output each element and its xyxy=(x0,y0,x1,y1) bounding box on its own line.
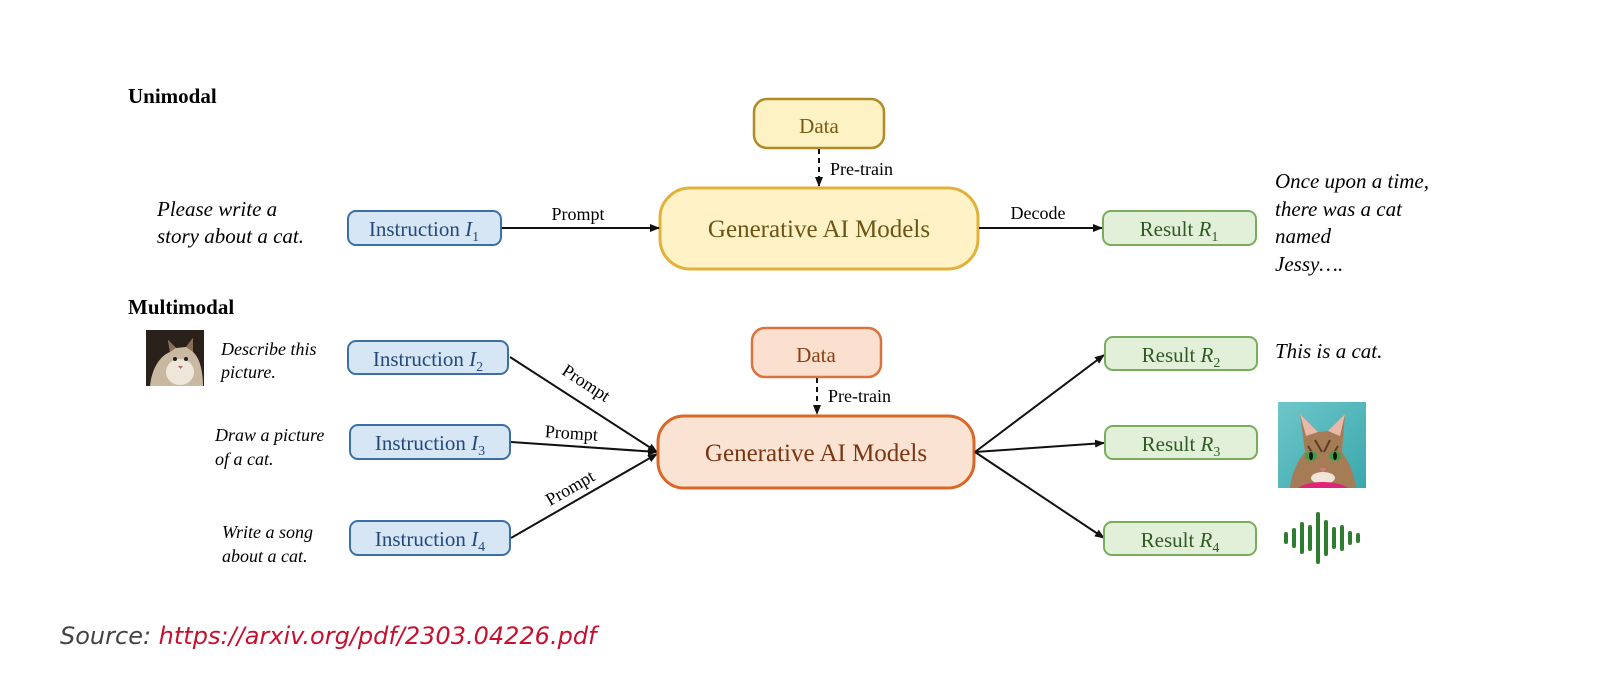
svg-text:Result R3: Result R3 xyxy=(1142,432,1221,460)
instruction-box-4: Instruction I4 xyxy=(349,520,511,556)
pretrain-label: Pre-train xyxy=(830,159,893,179)
output-text-unimodal: Once upon a time, there was a cat named … xyxy=(1275,169,1434,276)
source-citation: Source: https://arxiv.org/pdf/2303.04226… xyxy=(60,622,597,650)
waveform-bar xyxy=(1292,528,1296,548)
waveform-bar xyxy=(1308,525,1312,551)
prompt-label-multimodal-2: Prompt xyxy=(544,421,598,445)
input-text-multimodal-3: Write a song about a cat. xyxy=(222,522,318,566)
svg-text:Instruction I1: Instruction I1 xyxy=(369,217,479,245)
waveform-bar xyxy=(1348,531,1352,545)
waveform-bar xyxy=(1300,522,1304,554)
waveform-bar xyxy=(1340,525,1344,551)
data-box-multimodal: Data xyxy=(750,326,883,379)
input-text-multimodal-2: Draw a picture of a cat. xyxy=(214,425,329,469)
output-arrow-3 xyxy=(974,439,1105,453)
section-title-multimodal: Multimodal xyxy=(128,295,234,319)
model-label: Generative AI Models xyxy=(708,216,930,243)
svg-text:Instruction I3: Instruction I3 xyxy=(375,431,485,459)
data-label-multimodal: Data xyxy=(796,343,836,367)
model-box-multimodal: Generative AI Models xyxy=(656,414,976,490)
input-text-unimodal: Please write a story about a cat. xyxy=(156,197,304,248)
cat-photo-input xyxy=(146,330,204,386)
result-box-4: Result R4 xyxy=(1103,521,1257,556)
output-arrow-4 xyxy=(974,451,1105,539)
svg-text:Result R2: Result R2 xyxy=(1142,343,1221,371)
data-label: Data xyxy=(799,114,839,138)
instruction-box-3: Instruction I3 xyxy=(349,424,511,460)
output-text-multimodal: This is a cat. xyxy=(1275,339,1382,363)
model-label-multimodal: Generative AI Models xyxy=(705,440,927,467)
instruction-box-2: Instruction I2 xyxy=(347,340,509,375)
instruction-box-1: Instruction I1 xyxy=(347,210,502,246)
waveform-bar xyxy=(1356,533,1360,543)
prompt-label: Prompt xyxy=(551,204,604,224)
data-box-unimodal: Data xyxy=(752,97,886,150)
prompt-label-multimodal-1: Prompt xyxy=(559,360,614,406)
input-text-multimodal-1: Describe this picture. xyxy=(219,339,321,382)
source-prefix: Source: xyxy=(60,622,159,650)
source-link[interactable]: https://arxiv.org/pdf/2303.04226.pdf xyxy=(158,622,597,650)
prompt-arrow-multimodal-2 xyxy=(510,441,658,456)
waveform-bar xyxy=(1316,512,1320,564)
output-arrow-2 xyxy=(974,354,1105,453)
pretrain-label-multimodal: Pre-train xyxy=(828,386,891,406)
svg-text:Instruction I2: Instruction I2 xyxy=(373,347,483,375)
section-title-unimodal: Unimodal xyxy=(128,84,217,108)
svg-text:Result R4: Result R4 xyxy=(1141,528,1220,556)
svg-text:Instruction I4: Instruction I4 xyxy=(375,527,485,555)
decode-label: Decode xyxy=(1011,203,1066,223)
result-box-2: Result R2 xyxy=(1104,336,1258,371)
prompt-arrow-multimodal-1 xyxy=(509,356,658,453)
generated-cat-image xyxy=(1278,402,1366,488)
svg-text:Result R1: Result R1 xyxy=(1140,217,1219,245)
waveform-bar xyxy=(1284,532,1288,544)
model-box-unimodal: Generative AI Models xyxy=(658,186,980,271)
waveform-bar xyxy=(1324,520,1328,556)
result-box-1: Result R1 xyxy=(1102,210,1257,246)
audio-waveform-icon xyxy=(1284,512,1360,564)
waveform-bar xyxy=(1332,527,1336,549)
prompt-arrow-multimodal-3 xyxy=(510,453,658,539)
result-box-3: Result R3 xyxy=(1104,425,1258,460)
